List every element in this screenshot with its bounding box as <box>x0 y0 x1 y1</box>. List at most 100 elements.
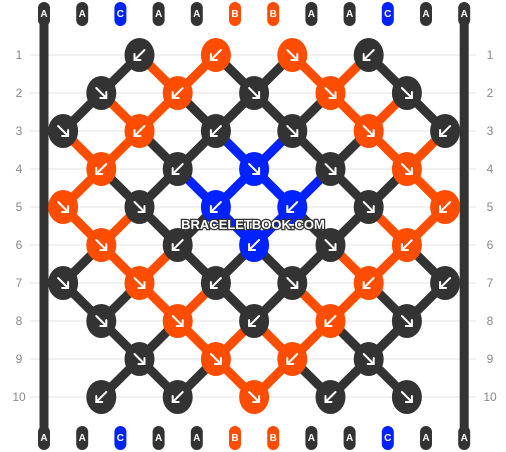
knot <box>124 266 155 300</box>
knot <box>391 304 422 338</box>
string-pill <box>190 426 203 450</box>
knot <box>124 342 155 376</box>
string-pill <box>38 2 50 26</box>
string-label: A <box>461 433 468 444</box>
knot <box>124 114 155 148</box>
row-number-right: 7 <box>487 276 494 290</box>
forward-arrow-icon <box>324 87 337 99</box>
backward-arrow-icon <box>286 353 299 365</box>
knot <box>430 190 461 224</box>
row-number-right: 10 <box>483 390 497 404</box>
backward-arrow-icon <box>400 239 413 251</box>
row-number-left: 8 <box>16 314 23 328</box>
string-pill <box>152 426 165 450</box>
string-label: B <box>231 9 238 20</box>
string-label: C <box>117 433 124 444</box>
forward-arrow-icon <box>248 163 261 175</box>
knot <box>315 76 346 110</box>
string-pill <box>76 426 89 450</box>
row-number-left: 3 <box>16 124 23 138</box>
forward-arrow-icon <box>286 49 299 61</box>
string-label: A <box>461 9 468 20</box>
row-number-right: 5 <box>487 200 494 214</box>
knot <box>162 76 193 110</box>
backward-arrow-icon <box>362 277 375 289</box>
forward-arrow-icon <box>400 315 413 327</box>
forward-arrow-icon <box>95 315 108 327</box>
backward-arrow-icon <box>324 391 337 403</box>
row-number-right: 8 <box>487 314 494 328</box>
string-pill <box>152 2 165 26</box>
knot <box>391 76 422 110</box>
string-pill <box>229 426 241 450</box>
knot <box>162 304 193 338</box>
knot <box>162 380 193 414</box>
knot <box>353 114 384 148</box>
string-pill <box>190 2 203 26</box>
forward-arrow-icon <box>400 391 413 403</box>
knot <box>315 152 346 186</box>
string-pill <box>458 2 471 26</box>
forward-arrow-icon <box>362 353 375 365</box>
string-pill <box>305 2 318 26</box>
backward-arrow-icon <box>439 201 452 213</box>
string-label: B <box>270 433 277 444</box>
row-number-left: 1 <box>16 48 23 62</box>
knot <box>200 114 231 148</box>
row-number-left: 10 <box>12 390 26 404</box>
row-number-left: 4 <box>16 162 23 176</box>
knot <box>315 228 346 262</box>
knot <box>239 152 270 186</box>
string-label: C <box>384 9 391 20</box>
knot <box>353 266 384 300</box>
knot <box>277 114 308 148</box>
backward-arrow-icon <box>209 49 222 61</box>
string-label: A <box>193 433 200 444</box>
knot <box>86 152 117 186</box>
forward-arrow-icon <box>362 125 375 137</box>
knot <box>239 228 270 262</box>
knot <box>162 152 193 186</box>
knot <box>353 190 384 224</box>
knot <box>162 228 193 262</box>
knot <box>48 266 79 300</box>
string-pill <box>76 2 89 26</box>
forward-arrow-icon <box>57 277 70 289</box>
string-label: A <box>79 9 86 20</box>
string-label: C <box>117 9 124 20</box>
forward-arrow-icon <box>324 239 337 251</box>
forward-arrow-icon <box>133 353 146 365</box>
string-label: A <box>346 433 353 444</box>
watermark: BRACELETBOOK.COM <box>181 217 325 232</box>
row-number-right: 2 <box>487 86 494 100</box>
knot <box>200 266 231 300</box>
string-pill <box>420 426 432 450</box>
knot <box>200 190 231 224</box>
string-label: B <box>270 9 277 20</box>
knot <box>353 342 384 376</box>
forward-arrow-icon <box>400 163 413 175</box>
string-pill <box>305 426 318 450</box>
row-number-right: 6 <box>487 238 494 252</box>
forward-arrow-icon <box>171 315 184 327</box>
knot <box>86 228 117 262</box>
string-label: A <box>193 9 200 20</box>
knot-grid <box>48 38 461 414</box>
string-pill <box>343 2 356 26</box>
backward-arrow-icon <box>95 391 108 403</box>
forward-arrow-icon <box>248 391 261 403</box>
forward-arrow-icon <box>95 87 108 99</box>
backward-arrow-icon <box>439 277 452 289</box>
knot <box>391 228 422 262</box>
string-pill <box>420 2 432 26</box>
row-number-left: 5 <box>16 200 23 214</box>
forward-arrow-icon <box>362 201 375 213</box>
knot <box>277 190 308 224</box>
string-label: A <box>40 433 47 444</box>
knot <box>239 380 270 414</box>
string-pill <box>381 2 394 26</box>
string-label: C <box>384 433 391 444</box>
backward-arrow-icon <box>171 239 184 251</box>
